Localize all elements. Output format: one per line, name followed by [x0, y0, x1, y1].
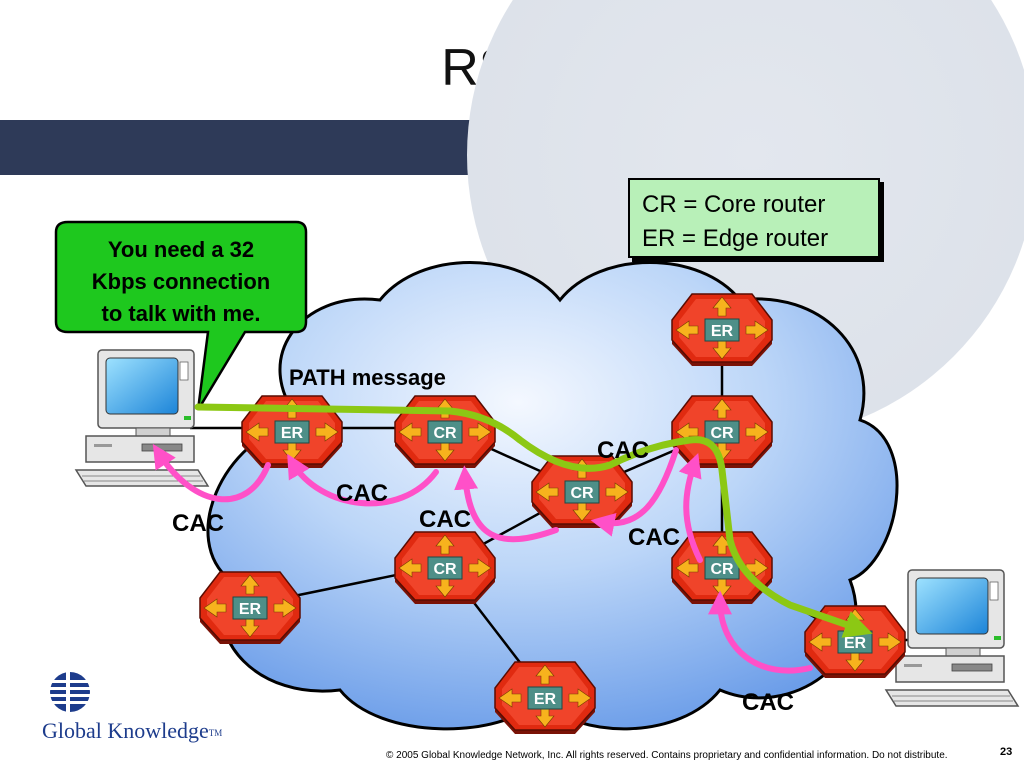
- cac-label-pc: CAC: [172, 510, 224, 537]
- page-number: 23: [1000, 746, 1013, 758]
- cac-arrow-er-to-pc: [152, 443, 271, 503]
- logo-tm: TM: [208, 728, 223, 738]
- router-label-cr-4: CR: [710, 561, 734, 578]
- router-label-cr-2: CR: [710, 425, 734, 442]
- legend-edge-router: ER = Edge router: [642, 225, 829, 252]
- receiver-computer: [885, 569, 1019, 707]
- global-knowledge-logo: [48, 672, 92, 712]
- cac-arrow-cr1-to-er: [287, 453, 439, 507]
- copyright-footer: © 2005 Global Knowledge Network, Inc. Al…: [386, 750, 948, 761]
- path-message-label: PATH message: [289, 365, 446, 390]
- cac-arrows: [152, 443, 813, 674]
- cac-arrow-er-to-cr4: [708, 590, 813, 674]
- cac-arrow-cr-center-to-cr1: [454, 465, 559, 543]
- cac-label-er-right: CAC: [742, 689, 794, 716]
- router-label-er-left: ER: [281, 425, 304, 442]
- router-label-er-bottom: ER: [534, 691, 557, 708]
- callout-bubble: [54, 220, 308, 411]
- logo-name: Global KnowledgeTM: [42, 718, 222, 744]
- router-label-cr-center: CR: [570, 485, 594, 502]
- legend-box: CR = Core router ER = Edge router: [628, 178, 880, 258]
- sender-computer: [75, 349, 209, 487]
- callout-line-3: to talk with me.: [101, 301, 261, 326]
- router-label-er-right: ER: [844, 635, 867, 652]
- callout-line-2: Kbps connection: [91, 269, 271, 294]
- cac-arrow-cr4-to-cr2: [678, 452, 703, 563]
- cac-arrow-cr2-to-cr-center: [590, 447, 679, 537]
- logo-name-text: Global Knowledge: [42, 718, 209, 743]
- router-label-cr-1: CR: [433, 425, 457, 442]
- router-label-er-lower-left: ER: [239, 601, 262, 618]
- path-message-arrow: [194, 403, 873, 638]
- router-label-er-top: ER: [711, 323, 734, 340]
- callout-text: You need a 32 Kbps connection to talk wi…: [58, 234, 304, 330]
- callout-line-1: You need a 32: [107, 237, 255, 262]
- router-label-cr-3: CR: [433, 561, 457, 578]
- cac-label-cr-center: CAC: [597, 437, 649, 464]
- legend-core-router: CR = Core router: [642, 191, 826, 218]
- cac-label-er-left: CAC: [336, 480, 388, 507]
- cac-label-cr1: CAC: [419, 506, 471, 533]
- cac-label-cr2: CAC: [628, 524, 680, 551]
